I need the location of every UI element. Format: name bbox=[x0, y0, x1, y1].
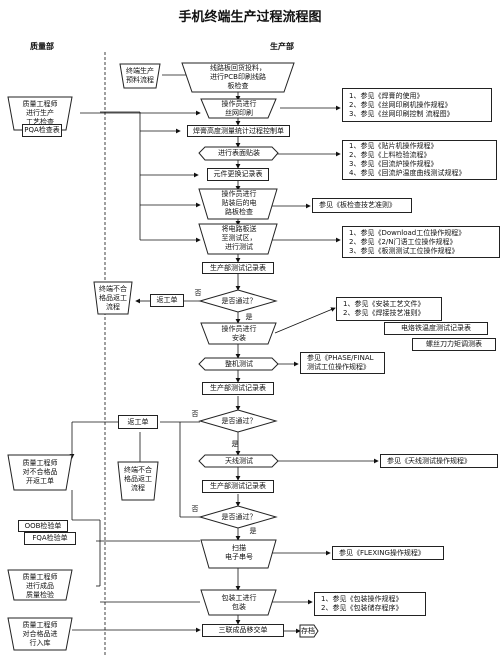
node-terminal-material-shape bbox=[119, 63, 161, 89]
ref-5: 1、参见《安装工艺文件》 2、参见《焊接技艺准则》 bbox=[336, 297, 442, 321]
node-pre-smt-shape bbox=[198, 146, 279, 161]
node-smt-incoming-shape bbox=[181, 62, 295, 93]
node-qe-nonconform: 质量工程师 对不合格品 开返工单 bbox=[22, 459, 58, 485]
node-pack: 包装工进行 包装 bbox=[221, 594, 257, 611]
node-store: 存档 bbox=[301, 627, 315, 635]
node-qe-finished: 质量工程师 进行成品 质量检验 bbox=[22, 573, 58, 599]
node-qe-process: 质量工程师 进行生产 工艺检查 bbox=[22, 100, 58, 126]
node-transfer: 三联成品移交单 bbox=[202, 624, 284, 637]
label-no-1: 否 bbox=[194, 289, 202, 297]
label-yes-3: 是 bbox=[249, 527, 257, 535]
node-full-test-shape bbox=[198, 357, 279, 371]
label-yes-1: 是 bbox=[245, 313, 253, 321]
node-pass3: 是否通过？ bbox=[221, 513, 257, 521]
node-nonconform-rework1: 终端不合 格品返工 流程 bbox=[99, 285, 127, 311]
node-pass2-shape bbox=[198, 409, 278, 433]
ref-5b: 螺丝刀力矩调测表 bbox=[412, 338, 496, 351]
node-print-op-shape bbox=[200, 98, 277, 119]
node-pass1: 是否通过？ bbox=[221, 297, 257, 305]
node-smt-incoming: 线路板回货投料， 进行PCB印刷线路 板检查 bbox=[210, 64, 266, 90]
ref-2: 1、参见《贴片机操作规程》 2、参见《上料检验流程》 3、参见《回流炉操作规程》… bbox=[342, 140, 497, 180]
node-rework-order1: 返工单 bbox=[150, 294, 184, 307]
node-oob: OOB检验单 bbox=[18, 520, 68, 532]
node-nonconform-rework1-shape bbox=[93, 281, 133, 315]
ref-6: 参见《PHASE/FINAL 测试工位操作规程》 bbox=[300, 352, 385, 374]
node-scan-shape bbox=[200, 539, 277, 569]
node-nonconform-rework2-shape bbox=[117, 461, 159, 501]
node-nonconform-rework2: 终端不合 格品返工 流程 bbox=[124, 466, 152, 492]
ref-1: 1、参见《焊膏的使用》 2、参见《丝网印刷机操作规程》 3、参见《丝网印刷控制 … bbox=[342, 88, 492, 122]
node-post-inspect: 操作员进行 贴装后的电 路板检查 bbox=[221, 190, 257, 216]
node-manual-assembly-shape bbox=[200, 322, 277, 345]
node-store-shape bbox=[299, 624, 319, 638]
node-rf-test: 天线测试 bbox=[225, 457, 253, 465]
node-rework-order2: 返工单 bbox=[118, 415, 158, 429]
ref-7: 参见《天线测试操作规程》 bbox=[380, 454, 498, 468]
node-download-shape bbox=[198, 223, 278, 255]
node-qe-warehouse-shape bbox=[7, 617, 73, 651]
ref-3: 参见《板检查技艺准则》 bbox=[312, 198, 412, 213]
node-pass1-shape bbox=[198, 289, 278, 313]
node-prod-test-record2: 生产部测试记录表 bbox=[202, 382, 274, 395]
node-qe-nonconform-shape bbox=[7, 454, 73, 491]
node-print-op: 操作员进行 丝网印刷 bbox=[221, 100, 257, 117]
page-title: 手机终端生产过程流程图 bbox=[178, 10, 322, 25]
node-qe-warehouse: 质量工程师 对合格品进 行入库 bbox=[22, 621, 58, 647]
node-pre-smt: 进行表面贴装 bbox=[218, 149, 260, 157]
node-post-inspect-shape bbox=[198, 188, 278, 220]
node-download: 将电路板送 至测试区， 进行测试 bbox=[221, 225, 257, 251]
node-fqa: FQA检验单 bbox=[24, 532, 76, 545]
ref-4: 1、参见《Download工位操作规程》 2、参见《2/N门语工位操作规程》 3… bbox=[342, 226, 500, 258]
node-pass3-shape bbox=[198, 505, 278, 529]
node-qe-finished-shape bbox=[7, 569, 73, 601]
label-no-2: 否 bbox=[191, 410, 199, 418]
node-pack-shape bbox=[200, 589, 277, 616]
ref-9: 1、参见《包装操作规程》 2、参见《包装储存程序》 bbox=[314, 592, 426, 616]
node-rf-test-shape bbox=[198, 454, 279, 468]
label-no-3: 否 bbox=[191, 505, 199, 513]
ref-5a: 电烙铁温度测试记录表 bbox=[384, 322, 488, 335]
node-scan: 扫描 电子串号 bbox=[225, 544, 253, 561]
node-qe-process-shape bbox=[7, 96, 73, 131]
lane-quality: 质量部 bbox=[30, 42, 54, 51]
lane-production: 生产部 bbox=[270, 42, 294, 51]
node-component-record: 元件更换记录表 bbox=[207, 168, 269, 181]
node-full-test: 整机测试 bbox=[225, 360, 253, 368]
ref-8: 参见《FLEXING操作规程》 bbox=[332, 546, 444, 560]
node-solder-record: 焊膏高度测量统计过程控制单 bbox=[187, 125, 290, 137]
node-pqa: PQA检查表 bbox=[22, 124, 62, 137]
node-prod-test-record3: 生产部测试记录表 bbox=[202, 480, 274, 493]
node-prod-test-record1: 生产部测试记录表 bbox=[202, 262, 274, 274]
node-terminal-material: 终端生产 预料流程 bbox=[126, 67, 154, 84]
label-yes-2: 是 bbox=[231, 440, 239, 448]
node-pass2: 是否通过？ bbox=[221, 417, 257, 425]
node-manual-assembly: 操作员进行 安装 bbox=[221, 325, 257, 342]
